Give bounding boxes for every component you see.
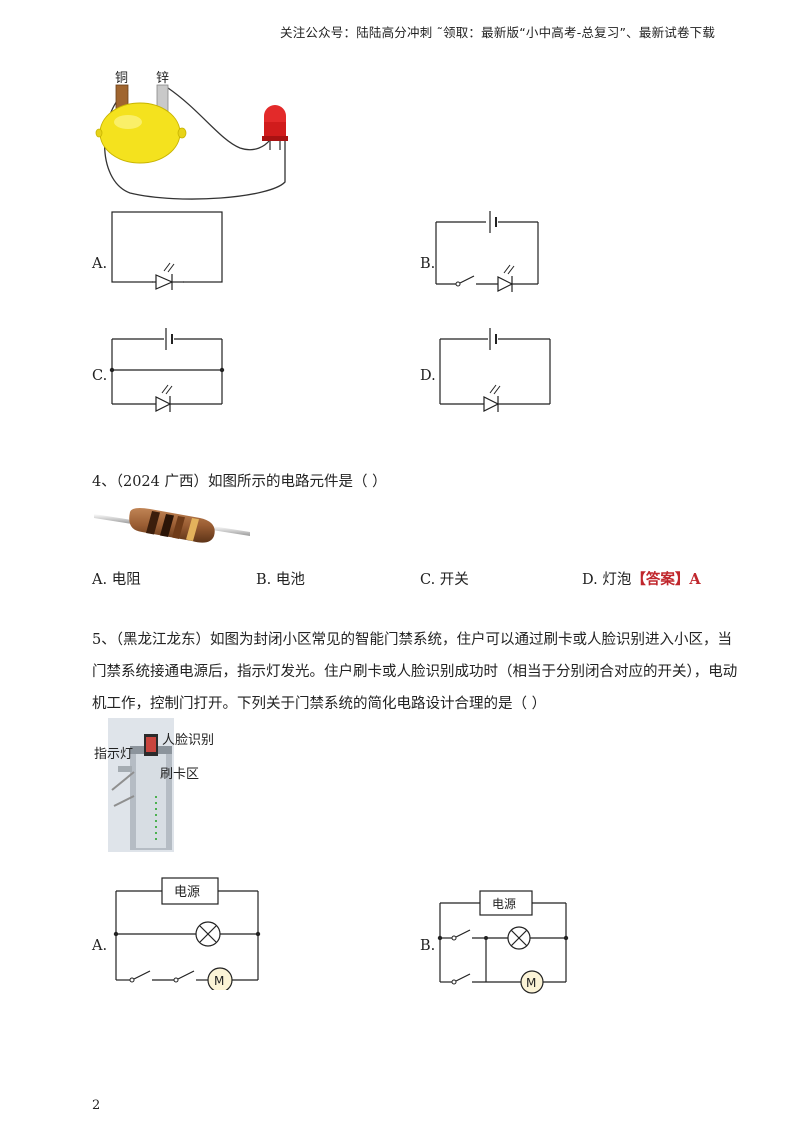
q3-circuit-c[interactable] [108,322,228,412]
q4-option-b[interactable]: B. 电池 [256,572,305,588]
motor-label-b: M [526,976,536,990]
power-source-label-b: 电源 [492,897,516,911]
q4-stem: 4、（2024 广西）如图所示的电路元件是（ ） [92,474,387,490]
card-area-label: 刷卡区 [160,767,199,782]
q3-option-d-label: D. [420,368,436,384]
q3-circuit-a[interactable] [108,205,228,290]
q3-option-b-label: B. [420,256,436,272]
indicator-light-label: 指示灯 [94,747,133,762]
q3-circuit-d[interactable] [436,322,556,414]
resistor-photo [94,508,250,543]
q4-option-d[interactable]: D. 灯泡 [582,572,632,588]
access-gate-photo: 人脸识别 指示灯 刷卡区 [94,718,214,852]
copper-label: 铜 [115,71,128,86]
lemon-battery-figure: 铜 锌 [95,71,288,200]
q4-option-d-row: D. 灯泡【答案】A [582,568,701,589]
q5-stem-line-1: 5、（黑龙江龙东）如图为封闭小区常见的智能门禁系统，住户可以通过刷卡或人脸识别进… [92,632,732,648]
q4-answer-tag: 【答案】A [631,571,701,588]
q4-option-c[interactable]: C. 开关 [420,572,469,588]
q4-option-a[interactable]: A. 电阻 [92,572,141,588]
q5-option-b-label: B. [420,938,436,954]
q5-stem-line-3: 机工作，控制门打开。下列关于门禁系统的简化电路设计合理的是（ ） [92,696,547,712]
page-header: 关注公众号：陆陆高分冲刺 ˜领取：最新版“小中高考-总复习”、最新试卷下载 [280,25,716,40]
q5-circuit-b[interactable]: 电源 M [434,884,579,996]
q5-option-a-label: A. [92,938,108,954]
face-recognition-label: 人脸识别 [162,733,214,748]
power-source-label-a: 电源 [174,885,200,900]
zinc-label: 锌 [156,71,169,86]
q5-stem-line-2: 门禁系统接通电源后，指示灯发光。住户刷卡或人脸识别成功时（相当于分别闭合对应的开… [92,664,738,680]
motor-label-a: M [214,974,224,988]
q3-circuit-b[interactable] [432,205,547,295]
page-number: 2 [92,1098,101,1113]
q5-circuit-a[interactable]: 电源 M [110,870,270,990]
q3-option-c-label: C. [92,368,108,384]
q3-option-a-label: A. [92,256,108,272]
